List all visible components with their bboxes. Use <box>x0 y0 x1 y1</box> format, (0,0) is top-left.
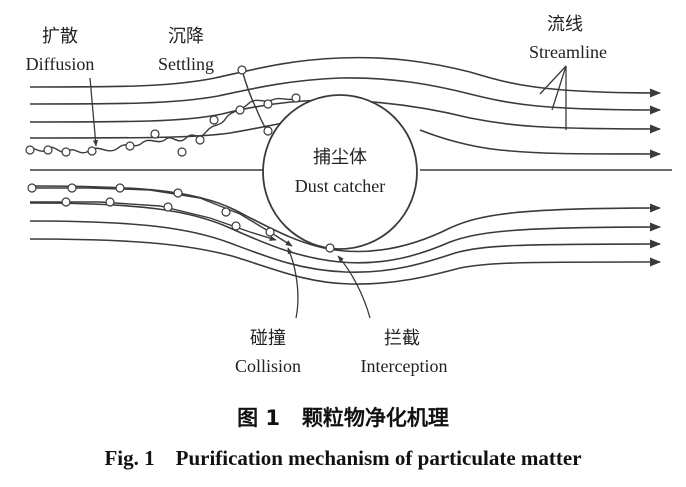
diffusion-label-cn: 扩散 <box>42 26 78 47</box>
particle <box>195 135 205 145</box>
dust-collector <box>262 94 418 250</box>
particle <box>25 145 35 155</box>
streamline-label-cn: 流线 <box>547 14 583 35</box>
particle <box>325 243 335 253</box>
streamline-upper-2 <box>29 77 662 115</box>
settling-label-cn: 沉降 <box>168 26 204 47</box>
collision-label-en: Collision <box>235 356 301 376</box>
particle <box>61 147 71 157</box>
settling-particle-end <box>263 126 273 136</box>
collector-label-cn: 捕尘体 <box>313 147 367 168</box>
particle <box>27 183 37 193</box>
particle <box>150 129 160 139</box>
diffusion-particles <box>25 93 301 157</box>
particle <box>105 197 115 207</box>
particle <box>87 146 97 156</box>
particle <box>291 93 301 103</box>
particle <box>115 183 125 193</box>
streamline-upper-1 <box>29 56 662 98</box>
collision-leader <box>287 247 299 319</box>
particle <box>231 221 241 231</box>
particle <box>209 115 219 125</box>
settling-label-en: Settling <box>158 54 214 74</box>
mechanism-diagram: 捕尘体 Dust catcher 扩散 Diffusion <box>25 14 672 376</box>
particle <box>177 147 187 157</box>
particle <box>263 99 273 109</box>
interception-leader <box>337 255 371 319</box>
particle <box>221 207 231 217</box>
streamline-lower-4 <box>29 238 662 285</box>
collision-label-cn: 碰撞 <box>250 328 286 349</box>
settling-trajectory <box>241 69 269 133</box>
interception-label-en: Interception <box>361 356 448 376</box>
particle <box>61 197 71 207</box>
figure-caption-en: Fig. 1 Purification mechanism of particu… <box>104 446 582 470</box>
particle <box>173 188 183 198</box>
streamline-label-en: Streamline <box>529 42 607 62</box>
streamline-leader-2 <box>551 65 567 111</box>
collision-particles <box>27 183 335 253</box>
streamline-lower-3 <box>29 220 662 274</box>
particle <box>265 227 275 237</box>
settling-particle-start <box>237 65 247 75</box>
streamline-leader-1 <box>539 65 567 95</box>
diffusion-leader <box>89 77 99 147</box>
collector-label-en: Dust catcher <box>295 176 385 196</box>
particle <box>67 183 77 193</box>
interception-label-cn: 拦截 <box>384 328 420 349</box>
particle <box>235 105 245 115</box>
figure-caption-cn: 图 1 颗粒物净化机理 <box>237 406 449 430</box>
particle <box>163 202 173 212</box>
collision-trajectory-2 <box>30 201 277 241</box>
particle <box>125 141 135 151</box>
particle <box>43 145 53 155</box>
diffusion-label-en: Diffusion <box>26 54 95 74</box>
